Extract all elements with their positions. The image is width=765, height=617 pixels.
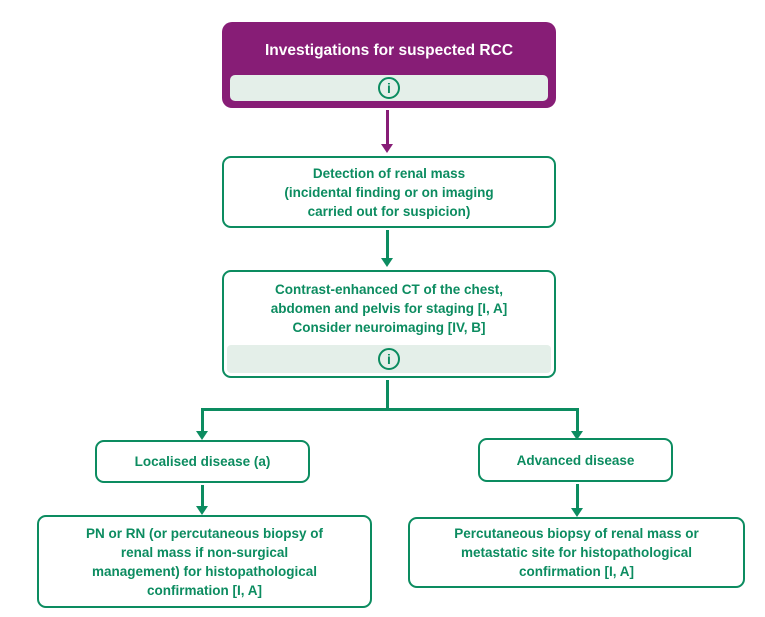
arrow-branch-to-localised <box>201 408 204 432</box>
arrow-header-to-detection <box>386 110 389 145</box>
arrow-localised-to-action <box>201 485 204 507</box>
localised-action-node: PN or RN (or percutaneous biopsy of rena… <box>37 515 372 608</box>
advanced-disease-node: Advanced disease <box>478 438 673 482</box>
localised-disease-node: Localised disease (a) <box>95 440 310 483</box>
detection-line: Detection of renal mass <box>312 165 466 181</box>
ct-line: Consider neuroimaging [IV, B] <box>292 320 486 335</box>
info-icon[interactable]: i <box>378 348 400 370</box>
localised-action-line: PN or RN (or percutaneous biopsy of <box>85 525 324 541</box>
advanced-action-line: metastatic site for histopathological <box>460 545 693 560</box>
arrow-advanced-to-action <box>576 484 579 509</box>
arrow-branch-to-advanced <box>576 408 579 432</box>
arrowhead-advanced-to-action <box>571 508 583 517</box>
arrowhead-detection-to-ct <box>381 258 393 267</box>
flowchart-title: Investigations for suspected RCC <box>264 42 514 59</box>
localised-disease-label: Localised disease (a) <box>134 454 271 469</box>
detection-line: (incidental finding or on imaging <box>284 184 494 200</box>
arrowhead-branch-to-advanced <box>571 431 583 440</box>
detection-node: Detection of renal mass (incidental find… <box>222 156 556 228</box>
advanced-action-line: confirmation [I, A] <box>519 564 634 579</box>
localised-action-line: renal mass if non-surgical <box>120 544 289 560</box>
ct-line: abdomen and pelvis for staging [I, A] <box>270 301 508 316</box>
localised-action-line: confirmation [I, A] <box>147 582 262 598</box>
header-info-button[interactable]: i <box>230 75 548 101</box>
advanced-disease-label: Advanced disease <box>516 452 635 468</box>
detection-line: carried out for suspicion) <box>307 203 471 219</box>
arrow-detection-to-ct <box>386 230 389 259</box>
ct-info-button[interactable]: i <box>227 345 551 373</box>
advanced-action-node: Percutaneous biopsy of renal mass or met… <box>408 517 745 588</box>
arrowhead-localised-to-action <box>196 506 208 515</box>
arrowhead-branch-to-localised <box>196 431 208 440</box>
header-node: Investigations for suspected RCC i <box>222 22 556 108</box>
localised-action-line: management) for histopathological <box>91 563 318 579</box>
arrowhead-header-to-detection <box>381 144 393 153</box>
ct-line: Contrast-enhanced CT of the chest, <box>274 282 504 297</box>
advanced-action-line: Percutaneous biopsy of renal mass or <box>454 526 699 541</box>
branch-horizontal-line <box>201 408 579 411</box>
info-icon[interactable]: i <box>378 77 400 99</box>
ct-staging-node: Contrast-enhanced CT of the chest, abdom… <box>222 270 556 378</box>
branch-stem-line <box>386 380 389 409</box>
